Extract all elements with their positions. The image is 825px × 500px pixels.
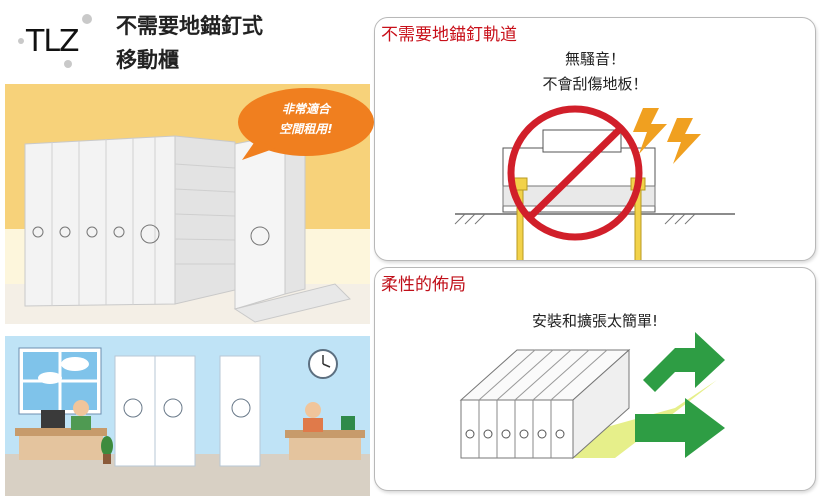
arrow-icon [643,332,725,392]
clock-icon [308,349,338,379]
lightning-icon [633,108,701,164]
logo-dot [82,14,92,24]
speech-bubble-icon [238,88,374,160]
desk-right [285,402,365,460]
office-cabinets [114,355,261,467]
floor-highlight [495,380,717,458]
promo-badge: 非常適合 空間租用! [236,84,376,162]
page-title-line1: 不需要地錨釘式 [116,14,263,38]
feature-panel-flexible-layout: 柔性的佈局 安裝和擴張太簡單! [374,267,816,491]
cabinet-block-right [233,133,351,323]
panel-title-no-anchor: 不需要地錨釘軌道 [381,25,517,45]
arrow-icon [635,398,725,458]
no-sign-icon [507,105,643,241]
badge-line1: 非常適合 [281,102,330,116]
badge-line2: 空間租用! [279,122,333,136]
caption-no-scratch: 不會刮傷地板！ [542,75,648,93]
caption-easy-install: 安裝和擴張太簡單! [531,312,658,330]
feature-panel-no-anchor-track: 不需要地錨釘軌道 無騷音！ 不會刮傷地板！ [374,17,816,261]
desk-left [15,400,107,460]
shelving-block [459,348,631,460]
page-title-line2: 移動櫃 [116,48,179,72]
cabinet-block-left [24,135,236,307]
panel-title-flexible: 柔性的佈局 [381,275,466,295]
no-anchor-diagram [454,105,735,260]
mobile-shelving-illustration [24,133,351,323]
tlz-logo: TLZ [18,14,108,74]
logo-dot [64,60,72,68]
flexible-layout-diagram [459,332,725,460]
logo-dot [18,38,24,44]
office-scene [15,347,365,467]
caption-no-noise: 無騷音！ [564,50,625,68]
logo-text: TLZ [26,24,80,59]
plant-icon [101,436,113,464]
cloud-icon [38,357,89,384]
office-illustration [5,336,370,496]
